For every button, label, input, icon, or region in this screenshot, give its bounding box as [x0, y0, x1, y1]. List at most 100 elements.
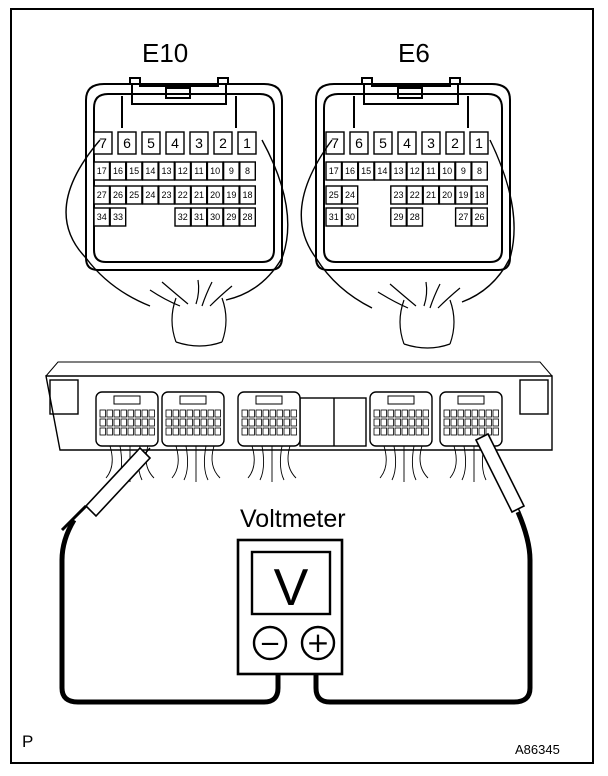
pin-number: 24	[345, 190, 355, 200]
ecu-socket-pin	[492, 418, 499, 427]
ecu-socket-pin	[276, 409, 283, 418]
ecu-socket-pin	[290, 427, 297, 436]
pin-number: 21	[194, 190, 204, 200]
ecu-socket-pin	[141, 418, 148, 427]
pin-number: 25	[129, 190, 139, 200]
ecu-socket-pin	[401, 418, 408, 427]
pin-cell	[239, 161, 257, 181]
ecu-socket-pin	[464, 427, 471, 436]
ecu-socket-pin	[241, 427, 248, 436]
ecu-socket-pin	[401, 409, 408, 418]
pin-number: 9	[229, 166, 234, 176]
pin-number: 29	[394, 212, 404, 222]
ecu-socket	[237, 391, 301, 447]
pin-cell	[445, 131, 465, 155]
pin-cell	[469, 131, 489, 155]
pin-cell	[189, 131, 209, 155]
ecu-socket-pin	[214, 409, 221, 418]
pin-number: 4	[403, 135, 411, 151]
probe-negative	[60, 446, 152, 532]
ecu-socket-pin	[134, 427, 141, 436]
voltmeter-label: Voltmeter	[240, 505, 346, 533]
ecu-connectors	[95, 391, 503, 482]
ecu-socket-pin	[241, 409, 248, 418]
pin-number: 20	[210, 190, 220, 200]
ecu-socket-pin	[172, 418, 179, 427]
ecu-socket-pin	[269, 409, 276, 418]
ecu-socket-pin	[141, 427, 148, 436]
ecu-socket-pin	[457, 427, 464, 436]
ecu-socket-pin	[269, 418, 276, 427]
pin-cell	[109, 161, 127, 181]
ecu-socket-pin	[380, 427, 387, 436]
pin-number: 21	[426, 190, 436, 200]
pin-cell	[117, 131, 137, 155]
ecu-socket-pin	[373, 418, 380, 427]
ecu-socket-pin	[422, 427, 429, 436]
pin-cell	[421, 131, 441, 155]
ecu-socket-pin	[492, 427, 499, 436]
pin-cell	[165, 131, 185, 155]
pin-cell	[471, 185, 488, 205]
pin-cell	[325, 131, 345, 155]
pin-cell	[237, 131, 257, 155]
pin-number: 13	[162, 166, 172, 176]
pin-cell	[141, 131, 161, 155]
pin-number: 3	[195, 135, 203, 151]
figure-id: A86345	[515, 742, 560, 757]
ecu-socket-pin	[373, 427, 380, 436]
ecu-socket-pin	[200, 418, 207, 427]
pin-cell	[390, 185, 407, 205]
ecu-socket-pin	[248, 427, 255, 436]
ecu-socket-wires	[247, 445, 297, 482]
ecu-socket-wires	[171, 445, 221, 482]
ecu-socket-pin	[450, 427, 457, 436]
connector-e6-label: E6	[398, 38, 430, 68]
ecu-socket-pin	[165, 418, 172, 427]
ecu-socket-pin	[207, 418, 214, 427]
pin-cell	[239, 207, 257, 227]
ecu-socket-pin	[106, 427, 113, 436]
pin-cell	[406, 185, 424, 205]
pin-number: 10	[210, 166, 220, 176]
pin-number: 19	[458, 190, 468, 200]
ecu-socket-pin	[380, 409, 387, 418]
ecu-socket-pin	[373, 409, 380, 418]
ecu-socket-pin	[165, 409, 172, 418]
ecu-socket-latch	[179, 395, 207, 405]
pin-cell	[206, 161, 224, 181]
ecu-socket-pin	[193, 418, 200, 427]
pin-number: 34	[97, 212, 107, 222]
pin-number: 5	[147, 135, 155, 151]
pin-number: 1	[475, 135, 483, 151]
ecu-socket-pin	[422, 409, 429, 418]
pin-cell	[357, 161, 375, 181]
ecu-socket-pin	[408, 409, 415, 418]
pin-number: 30	[210, 212, 220, 222]
ecu-socket	[439, 391, 503, 447]
ecu-socket-pin	[457, 409, 464, 418]
pin-cell	[373, 131, 393, 155]
positive-terminal	[300, 625, 336, 661]
ecu-socket-pin	[290, 418, 297, 427]
ecu-socket-pin	[450, 418, 457, 427]
pin-cell	[438, 185, 456, 205]
pin-cell	[325, 185, 343, 205]
pin-number: 10	[442, 166, 452, 176]
ecu-socket-pin	[99, 418, 106, 427]
ecu-socket-pin	[172, 409, 179, 418]
ecu-socket-pin	[186, 427, 193, 436]
ecu-socket-pin	[200, 409, 207, 418]
ecu-socket	[95, 391, 159, 447]
pin-number: 3	[427, 135, 435, 151]
ecu-socket-pin	[408, 427, 415, 436]
pin-number: 18	[243, 190, 253, 200]
pin-number: 12	[178, 166, 188, 176]
ecu-socket-pin	[394, 427, 401, 436]
ecu-socket-pin	[457, 418, 464, 427]
connector-e10	[85, 77, 283, 271]
ecu-socket-pin	[186, 409, 193, 418]
ecu-socket-pin	[127, 427, 134, 436]
ecu-socket-pin	[262, 427, 269, 436]
